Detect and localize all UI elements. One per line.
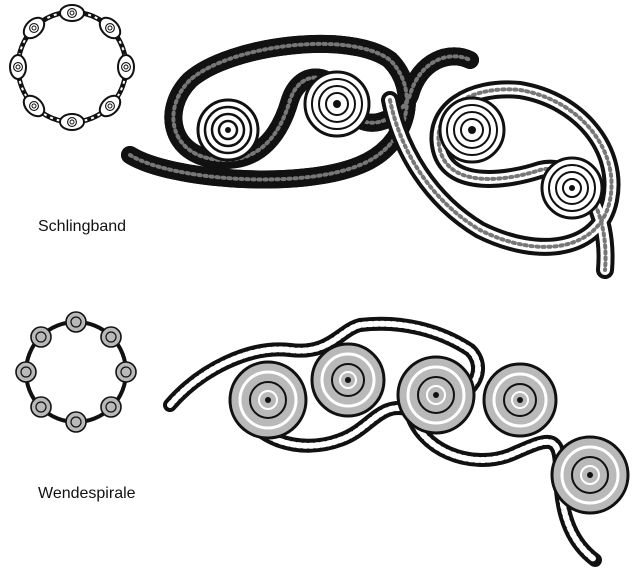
wendespirale-label: Wendespirale [38,485,136,503]
schlingband-ring [10,5,134,130]
wendespirale-ring [16,312,136,432]
wendespirale-spiral [552,437,628,513]
wendespirale-band [170,324,628,560]
wendespirale-ring-spirals [16,312,136,432]
wendespirale-spiral [484,364,556,436]
schlingband-ring-knots [10,5,134,130]
schlingband-spiral [198,100,258,160]
schlingband-label: Schlingband [38,218,126,236]
wendespirale-spiral [398,357,474,433]
schlingband-spiral [440,98,504,162]
schlingband-spiral [305,72,369,136]
schlingband-band [130,44,612,270]
wendespirale-spiral [230,362,306,438]
schlingband-spiral [542,158,602,218]
wendespirale-spiral [312,344,384,416]
